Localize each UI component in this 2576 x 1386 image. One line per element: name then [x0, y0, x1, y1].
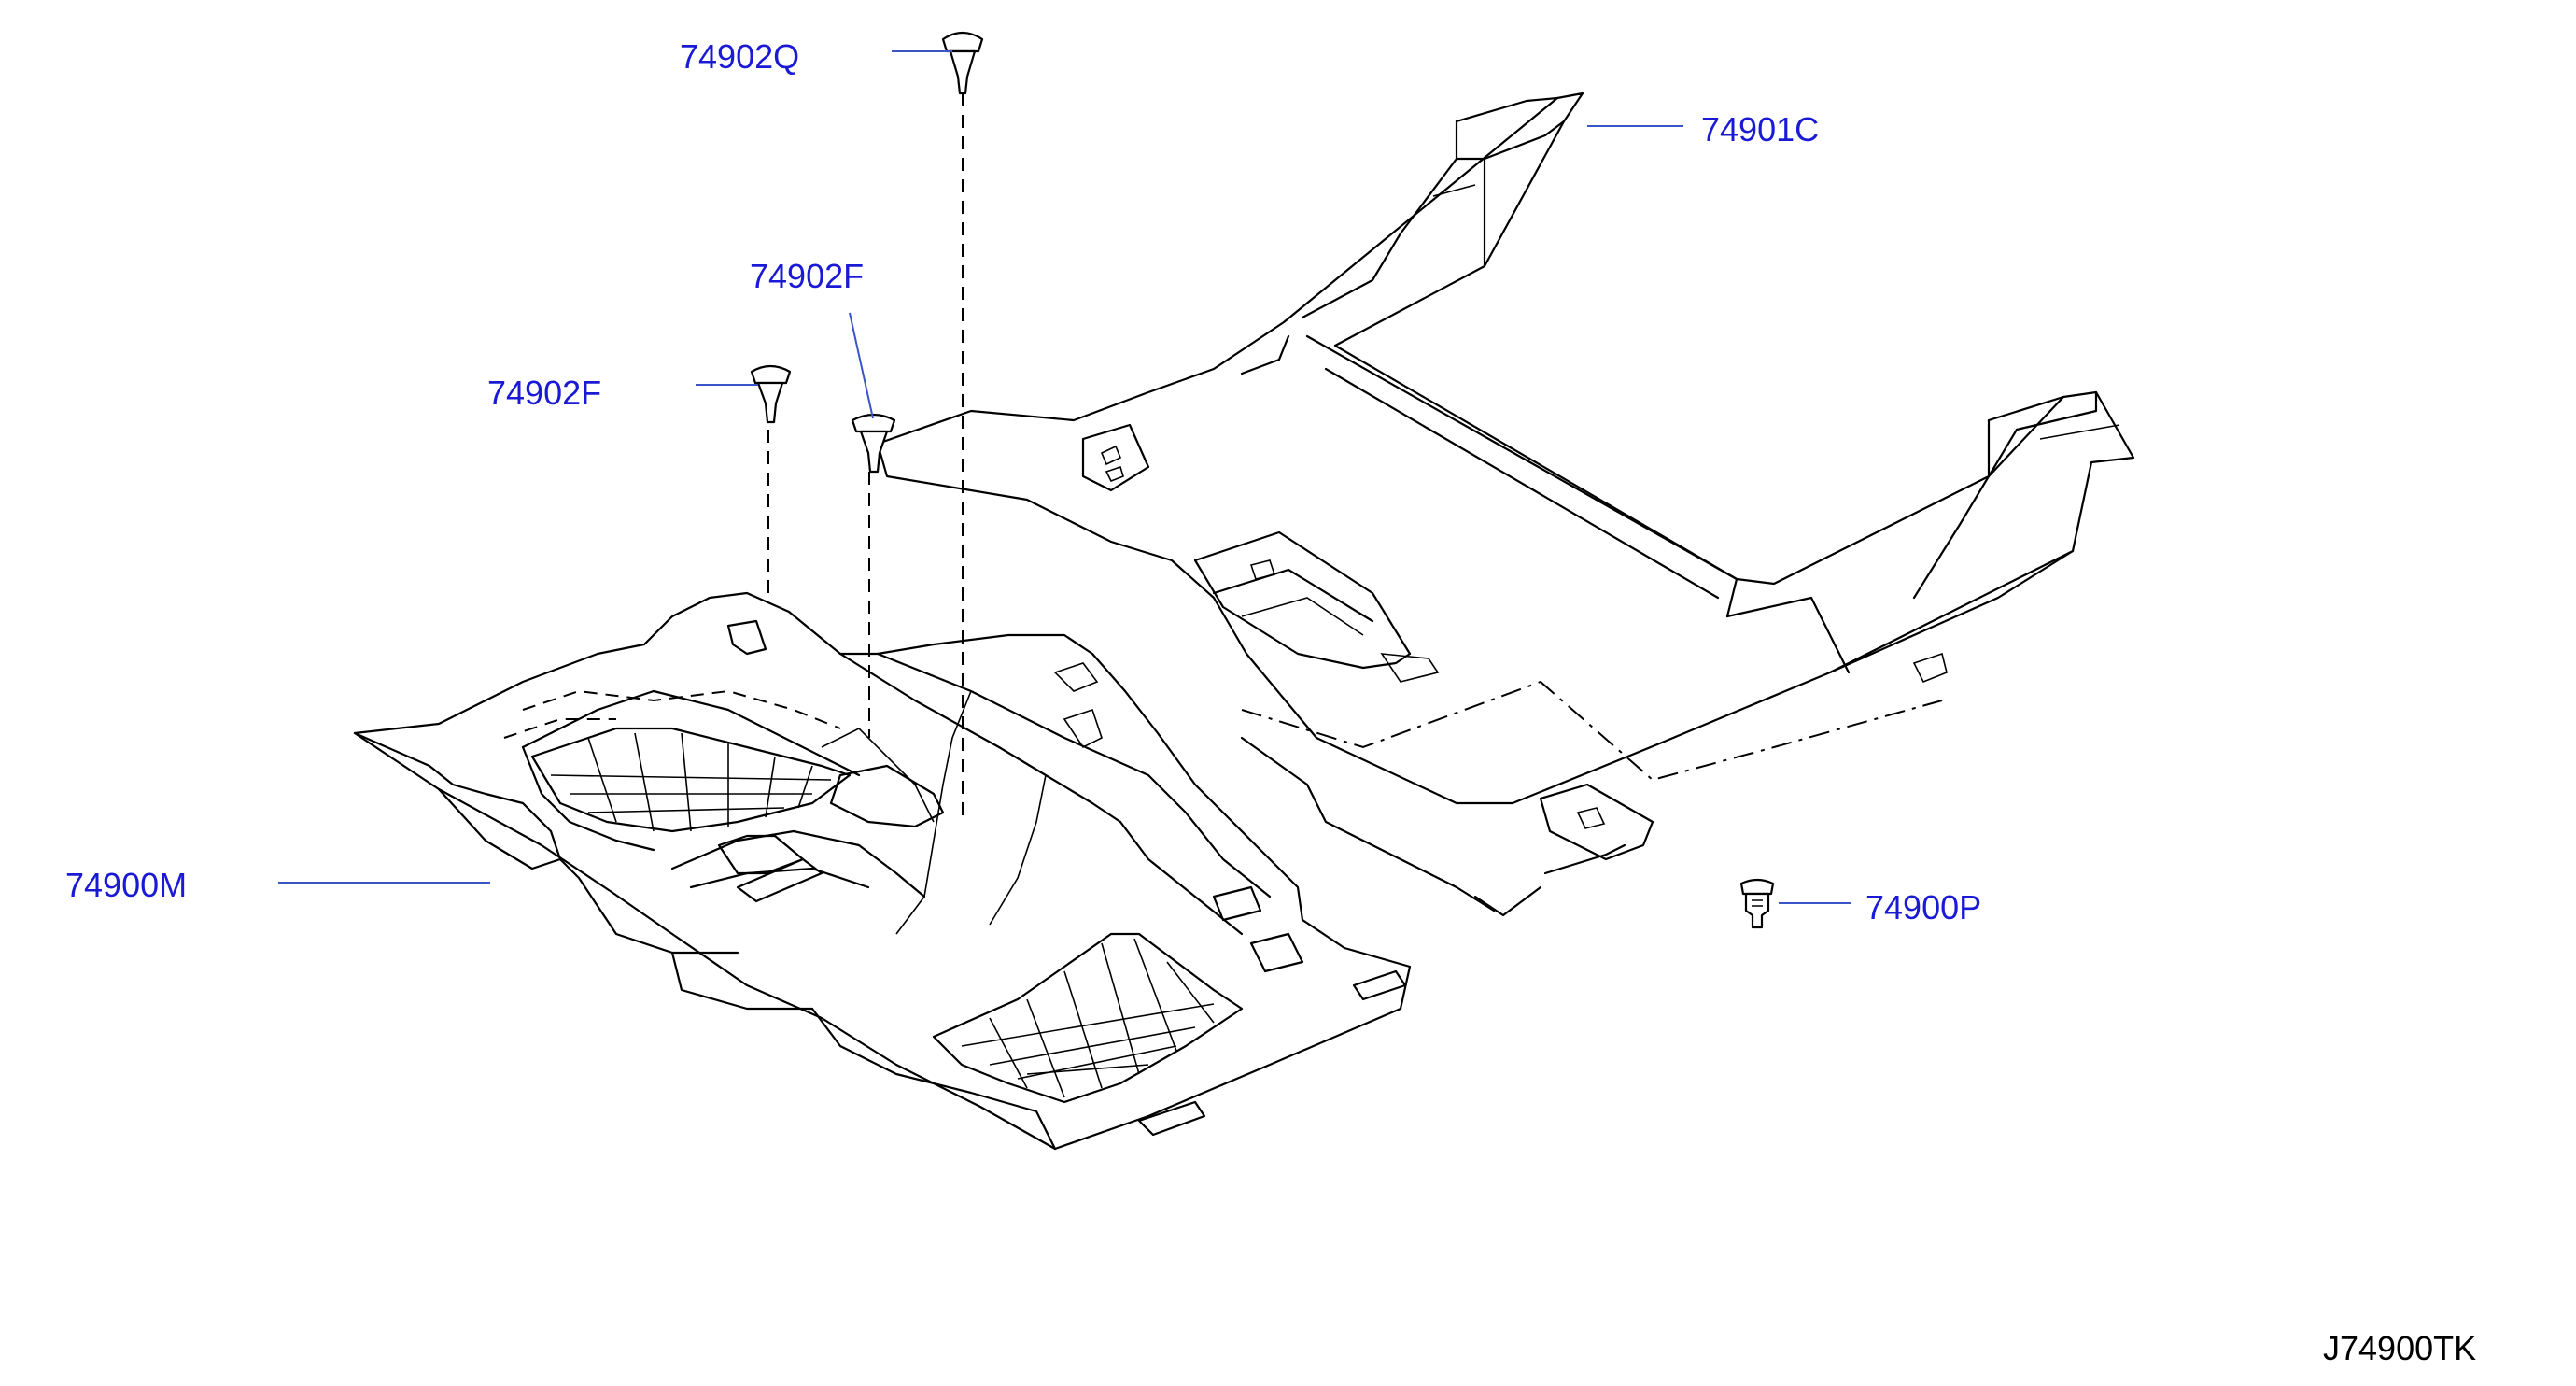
leader-lines [278, 50, 1851, 904]
callout-74900m: 74900M [65, 866, 187, 904]
clip-74902f-lower [750, 364, 792, 424]
rear-grid-mat [932, 932, 1244, 1104]
clip-74902f-upper [851, 413, 896, 474]
callout-74902f-upper: 74902F [750, 257, 864, 295]
callout-74900p: 74900P [1865, 888, 1981, 926]
callout-74902q: 74902Q [680, 37, 799, 76]
callout-labels: 74902Q 74901C 74902F 74902F 74900M 74900… [65, 37, 2476, 1367]
clip-74900p [1739, 878, 1775, 929]
callout-74901c: 74901C [1701, 110, 1819, 148]
front-grid-mat [530, 727, 852, 833]
rear-floor-carpet [876, 92, 2135, 917]
assembly-lines [767, 93, 964, 822]
callout-74902f-lower: 74902F [487, 374, 601, 412]
front-floor-carpet [353, 591, 1412, 1151]
clip-74902q [941, 31, 984, 95]
diagram-id: J74900TK [2323, 1329, 2476, 1367]
